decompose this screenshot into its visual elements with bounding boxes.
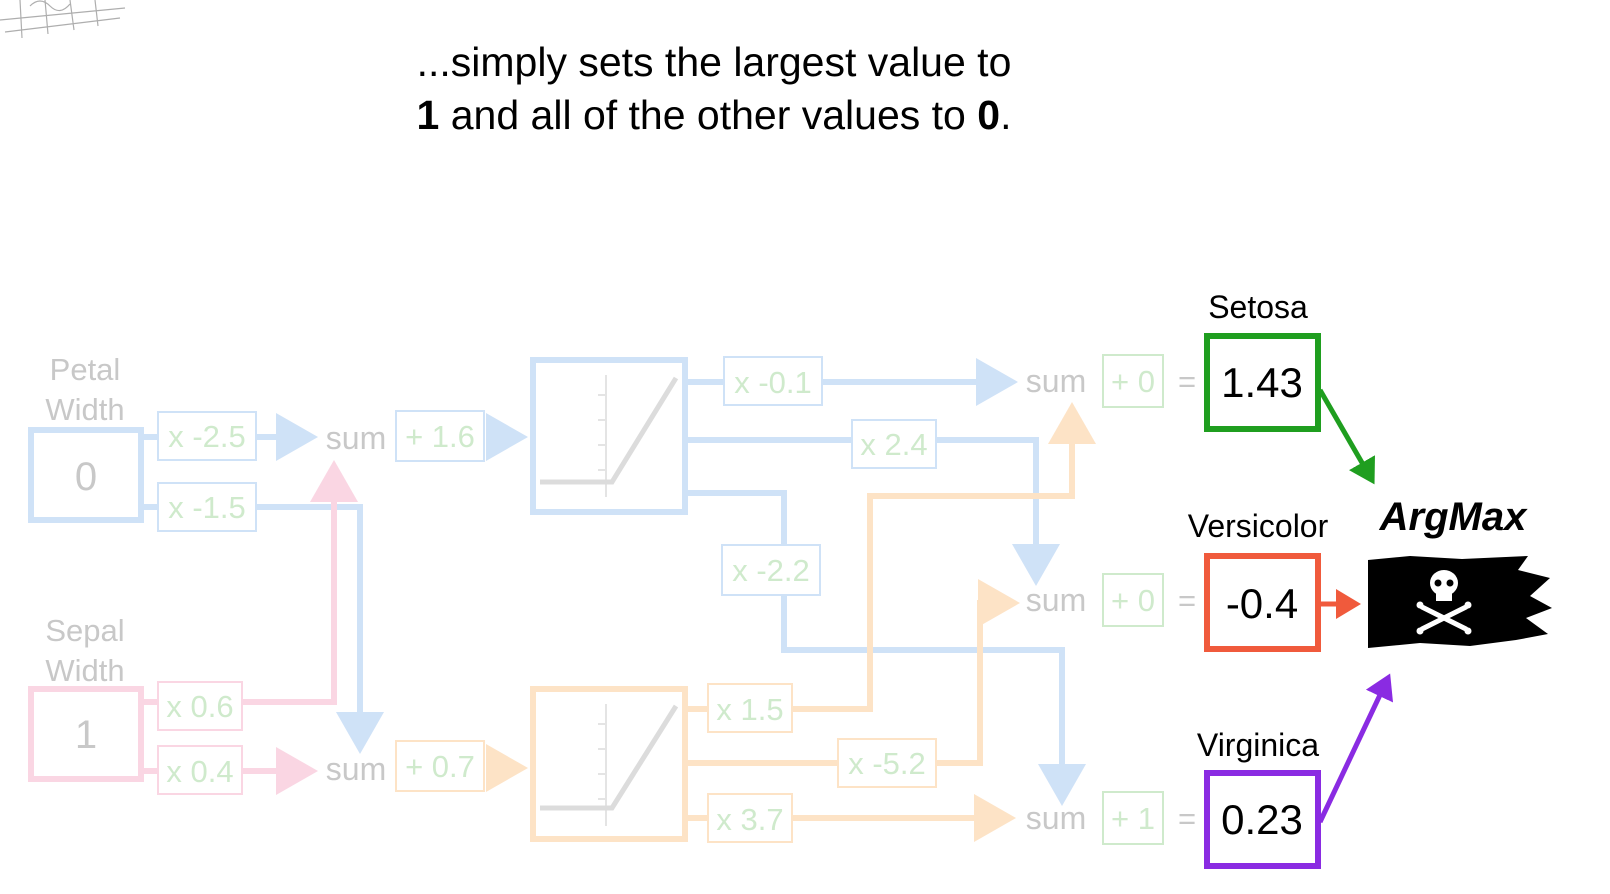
value: 0.23 (1221, 796, 1303, 843)
class-label: Versicolor (1188, 508, 1329, 544)
equals-sign: = (1178, 583, 1196, 618)
weight-orange-setosa: x 1.5 (707, 683, 793, 733)
bias-value: + 0.7 (405, 749, 475, 784)
petal-value: 0 (75, 455, 97, 499)
class-label: Setosa (1208, 289, 1308, 325)
output-virginica: Virginica 0.23 (1197, 727, 1321, 869)
sum-label: sum (326, 420, 386, 456)
weight-orange-virginica: x 3.7 (707, 793, 793, 843)
relu-orange-activation-icon (530, 686, 688, 842)
caption-line-1: ...simply sets the largest value to (417, 39, 1012, 85)
weight-petal-top: x -2.5 (157, 411, 257, 461)
hidden-bottom-sum: sum + 0.7 (326, 740, 485, 792)
equals-sign: = (1178, 364, 1196, 399)
svg-text:x -5.2: x -5.2 (848, 746, 926, 781)
sum-label: sum (326, 751, 386, 787)
argmax-arrows (1317, 388, 1394, 824)
bias-box (395, 740, 485, 792)
sum-label: sum (1026, 363, 1086, 399)
bias-box (395, 410, 485, 462)
sepal-value-box (28, 686, 144, 782)
sum-label: sum (1026, 800, 1086, 836)
bias-box (1102, 573, 1164, 627)
petal-width-input: Petal Width 0 (28, 352, 144, 523)
caption-one: 1 (417, 92, 440, 138)
svg-text:x 0.4: x 0.4 (166, 754, 233, 789)
value: 1.43 (1221, 359, 1303, 406)
sepal-value: 1 (75, 713, 97, 757)
weight-sepal-top: x 0.6 (157, 681, 243, 731)
bias-value: + 1 (1111, 801, 1155, 836)
petal-value-box (28, 427, 144, 523)
value-box (1204, 770, 1321, 869)
svg-text:x 3.7: x 3.7 (716, 802, 783, 837)
output-sum-virginica: sum + 1 = (1026, 791, 1196, 845)
skull-crossbones-icon (1416, 570, 1472, 635)
svg-text:x -1.5: x -1.5 (168, 490, 246, 525)
argmax-node: ArgMax (1368, 495, 1552, 648)
caption-line-2: 1 and all of the other values to 0. (417, 92, 1012, 138)
relu-blue-activation-icon (530, 357, 688, 515)
bias-value: + 0 (1111, 583, 1155, 618)
svg-text:x 0.6: x 0.6 (166, 689, 233, 724)
weight-sepal-bottom: x 0.4 (157, 745, 243, 795)
svg-text:x -0.1: x -0.1 (734, 365, 812, 400)
bias-box (1102, 791, 1164, 845)
weight-boxes: x -2.5 x -1.5 x 0.6 x 0.4 x -0.1 x 2.4 x… (157, 356, 937, 843)
sum-label: sum (1026, 582, 1086, 618)
bias-value: + 0 (1111, 364, 1155, 399)
petal-label-2: Width (45, 392, 124, 427)
weight-blue-virginica: x -2.2 (721, 544, 821, 596)
argmax-label: ArgMax (1379, 495, 1528, 539)
petal-label-1: Petal (50, 352, 121, 387)
bias-value: + 1.6 (405, 419, 475, 454)
output-sum-versicolor: sum + 0 = (1026, 573, 1196, 627)
output-versicolor: Versicolor -0.4 (1188, 508, 1329, 652)
pirate-flag-icon (1368, 556, 1552, 648)
output-setosa: Setosa 1.43 (1204, 289, 1321, 432)
arrow-setosa (1317, 388, 1375, 485)
svg-text:x -2.2: x -2.2 (732, 553, 810, 588)
class-label: Virginica (1197, 727, 1319, 763)
sepal-label-2: Width (45, 653, 124, 688)
value: -0.4 (1226, 580, 1298, 627)
weight-blue-setosa: x -0.1 (723, 356, 823, 406)
weight-petal-bottom: x -1.5 (157, 482, 257, 532)
caption-middle: and all of the other values to (439, 92, 977, 138)
caption-zero: 0 (977, 92, 1000, 138)
arrow-virginica (1317, 673, 1394, 824)
bias-box (1102, 354, 1164, 408)
weight-orange-versicolor: x -5.2 (837, 738, 937, 788)
equals-sign: = (1178, 801, 1196, 836)
value-box (1204, 553, 1321, 652)
svg-text:x 2.4: x 2.4 (860, 427, 927, 462)
sepal-label-1: Sepal (45, 613, 124, 648)
svg-text:x -2.5: x -2.5 (168, 419, 246, 454)
svg-text:x 1.5: x 1.5 (716, 692, 783, 727)
value-box (1204, 333, 1321, 432)
corner-doodle-icon (0, 0, 126, 39)
caption-period: . (1000, 92, 1011, 138)
output-sum-setosa: sum + 0 = (1026, 354, 1196, 408)
sepal-width-input: Sepal Width 1 (28, 613, 144, 782)
hidden-top-sum: sum + 1.6 (326, 410, 485, 462)
weight-blue-versicolor: x 2.4 (851, 419, 937, 469)
